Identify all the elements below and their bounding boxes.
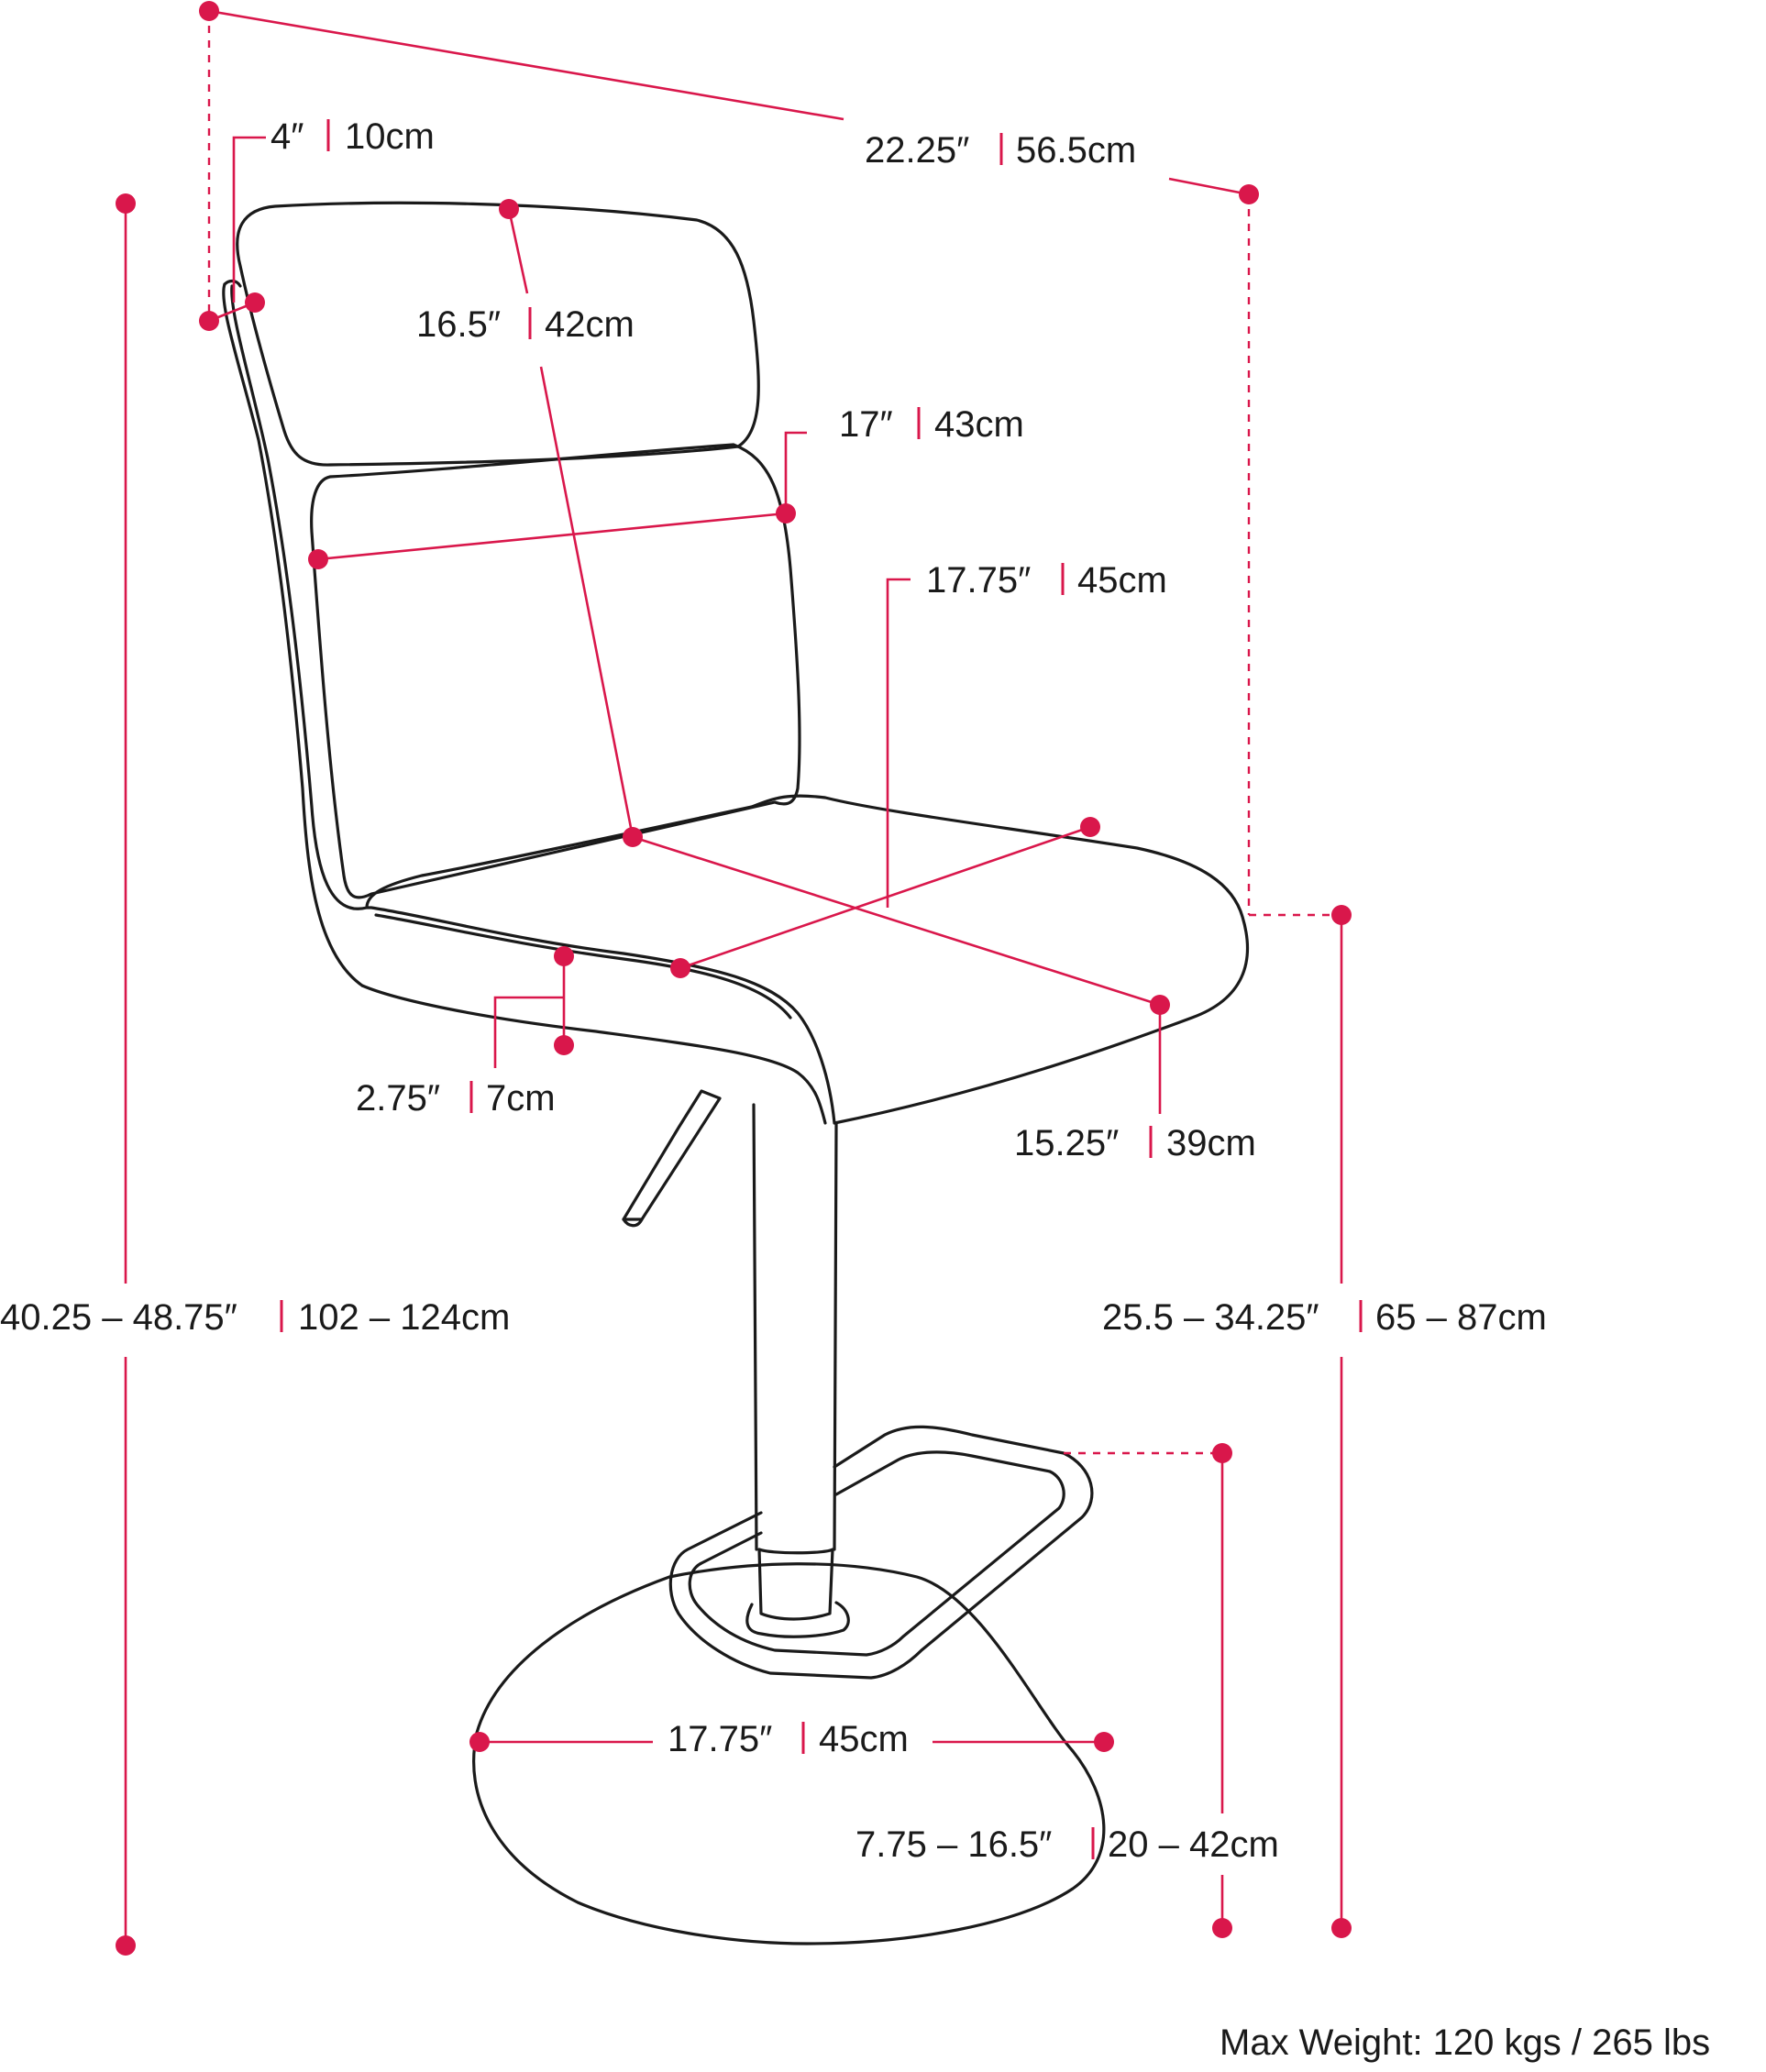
back-height-cm: 42cm — [545, 304, 635, 345]
dot — [1150, 995, 1170, 1015]
dimension-lines — [124, 9, 1343, 1945]
dot — [1080, 817, 1100, 837]
dot — [1212, 1918, 1232, 1938]
seat-band — [360, 984, 827, 1125]
seat-depth-cm: 39cm — [1166, 1123, 1256, 1163]
column — [752, 1103, 838, 1551]
gas-lever — [622, 1089, 722, 1228]
dot — [776, 503, 796, 524]
seat-thickness-in: 2.75″ — [356, 1078, 440, 1119]
seat-cushion — [365, 794, 1250, 1125]
seat-width-in: 17.75″ — [926, 560, 1031, 601]
dot — [116, 193, 136, 214]
dot — [199, 311, 219, 331]
dot — [1239, 184, 1259, 204]
back-width-cm: 43cm — [934, 404, 1024, 445]
dot — [670, 958, 690, 978]
back-thickness-cm: 10cm — [345, 116, 435, 157]
overall-depth-in: 22.25″ — [865, 130, 969, 171]
dot — [116, 1935, 136, 1956]
max-weight-note: Max Weight: 120 kgs / 265 lbs — [1220, 2022, 1710, 2063]
back-height-in: 16.5″ — [416, 304, 501, 345]
overall-height-in: 40.25 – 48.75″ — [0, 1297, 237, 1338]
back-width-in: 17″ — [839, 404, 893, 445]
dot — [554, 946, 574, 966]
overall-height-cm: 102 – 124cm — [298, 1297, 510, 1338]
overall-depth-cm: 56.5cm — [1016, 130, 1136, 171]
dot — [469, 1732, 490, 1752]
dimension-labels: 22.25″ 56.5cm 4″ 10cm 16.5″ 42cm 17″ 43c… — [0, 116, 1710, 2063]
dot — [554, 1035, 574, 1055]
seat-depth-in: 15.25″ — [1014, 1123, 1119, 1163]
base-disc — [472, 1562, 1106, 1945]
seat-width-cm: 45cm — [1077, 560, 1167, 601]
back-thickness-in: 4″ — [270, 116, 304, 157]
base-diameter-cm: 45cm — [819, 1719, 909, 1759]
back-frame-inner — [230, 284, 369, 910]
dot — [1331, 905, 1352, 925]
seat-thickness-cm: 7cm — [486, 1078, 556, 1119]
stool-outline — [222, 201, 1250, 1945]
seat-height-in: 25.5 – 34.25″ — [1102, 1297, 1319, 1338]
dot — [1331, 1918, 1352, 1938]
dot — [245, 292, 265, 313]
footrest-inner — [688, 1450, 1065, 1657]
dimension-dots — [116, 1, 1352, 1956]
dot — [199, 1, 219, 21]
back-pad — [310, 443, 801, 899]
dot — [499, 199, 519, 219]
dot — [1094, 1732, 1114, 1752]
back-frame-outer — [222, 282, 364, 987]
base-hub — [745, 1601, 850, 1638]
dot — [623, 827, 643, 847]
footrest-height-cm: 20 – 42cm — [1108, 1824, 1279, 1865]
seat-height-cm: 65 – 87cm — [1375, 1297, 1547, 1338]
column-sleeve — [757, 1548, 834, 1621]
base-diameter-in: 17.75″ — [668, 1719, 772, 1759]
dot — [308, 549, 328, 569]
headrest-pad — [236, 201, 760, 467]
footrest-height-in: 7.75 – 16.5″ — [855, 1824, 1052, 1865]
dot — [1212, 1443, 1232, 1463]
footrest-outer — [668, 1425, 1094, 1680]
seat-band-inner — [374, 913, 792, 1019]
